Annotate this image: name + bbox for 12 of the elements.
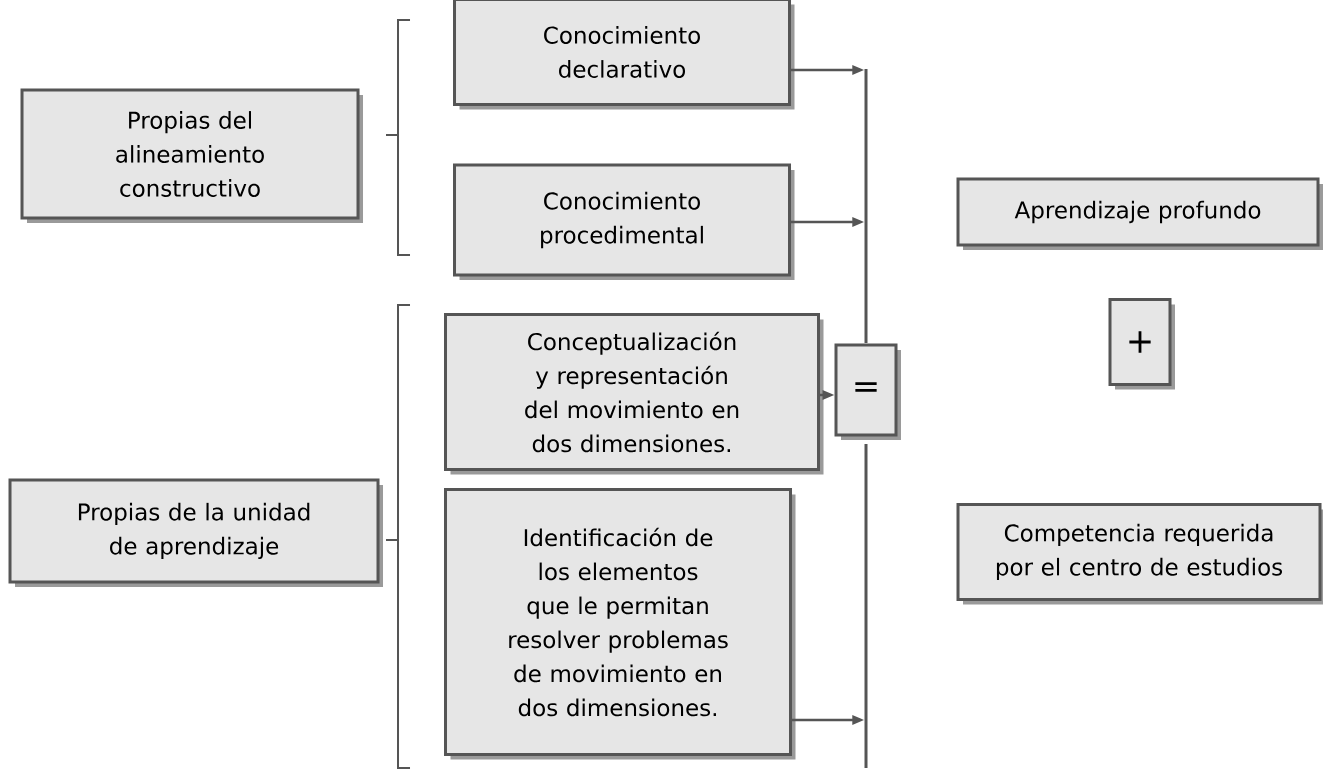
text-box: Conocimiento declarativo [453, 0, 795, 110]
text-box: Aprendizaje profundo [956, 177, 1323, 250]
symbol-box: + [1108, 298, 1175, 390]
symbol-box: = [834, 343, 901, 440]
text-box: Propias de la unidad de aprendizaje [8, 478, 383, 587]
text-box: Competencia requerida por el centro de estudios [956, 503, 1323, 605]
text-box: Propias del alineamiento constructivo [20, 88, 363, 223]
vertical-bar [864, 444, 868, 768]
text-box: Conceptualización y representación del movimiento en dos dimensiones. [444, 313, 824, 475]
text-box: Conocimiento procedimental [453, 163, 795, 280]
text-box: Identificación de los elementos que le permitan resolver problemas de movimiento en dos dimensiones. [444, 488, 796, 760]
vertical-bar [864, 69, 868, 343]
